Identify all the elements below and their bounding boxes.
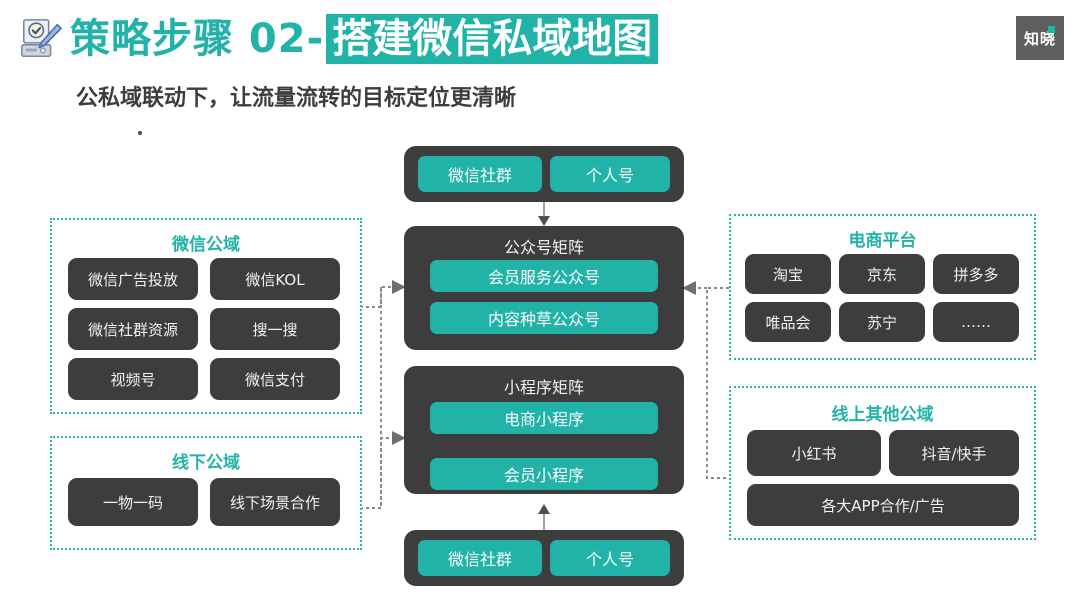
connector-top-to-official [538, 202, 550, 226]
chip-taobao[interactable]: 淘宝 [745, 254, 831, 294]
chip-jd[interactable]: 京东 [839, 254, 925, 294]
page-subtitle: 公私域联动下，让流量流转的目标定位更清晰 [76, 86, 517, 111]
decorative-dot [138, 131, 142, 135]
chip-wechat-pay[interactable]: 微信支付 [210, 358, 340, 400]
pill-member-miniprogram[interactable]: 会员小程序 [430, 458, 658, 490]
chip-wechat-channels[interactable]: 视频号 [68, 358, 198, 400]
chip-wechat-community-resource[interactable]: 微信社群资源 [68, 308, 198, 350]
title-row: 策略步骤 02- 搭建微信私域地图 [18, 14, 659, 64]
chip-wechat-kol[interactable]: 微信KOL [210, 258, 340, 300]
chip-wechat-search[interactable]: 搜一搜 [210, 308, 340, 350]
panel-offline-public-domain: 线下公域 一物一码 线下场景合作 [50, 436, 362, 550]
chip-major-app-cooperation-ads[interactable]: 各大APP合作/广告 [747, 484, 1019, 526]
panel-online-other-public-domain: 线上其他公域 小红书 抖音/快手 各大APP合作/广告 [729, 386, 1036, 540]
pill-personal-account-top[interactable]: 个人号 [550, 156, 670, 192]
document-check-pencil-icon [21, 19, 62, 58]
connector-left-wechat-to-official [360, 280, 406, 308]
connector-right-to-official [682, 281, 735, 479]
miniprogram-matrix-card[interactable]: 小程序矩阵 电商小程序 会员小程序 [404, 366, 684, 494]
official-account-matrix-card[interactable]: 公众号矩阵 会员服务公众号 内容种草公众号 [404, 226, 684, 350]
chip-suning[interactable]: 苏宁 [839, 302, 925, 342]
connector-left-offline-to-miniprogram [360, 431, 406, 509]
chip-vipshop[interactable]: 唯品会 [745, 302, 831, 342]
connector-bottom-to-miniprogram [538, 504, 550, 530]
pill-content-seeding-official-account[interactable]: 内容种草公众号 [430, 302, 658, 334]
chip-xiaohongshu[interactable]: 小红书 [747, 430, 881, 476]
brand-logo-text: 知晓 [1023, 29, 1056, 48]
chip-offline-scene-cooperation[interactable]: 线下场景合作 [210, 478, 340, 526]
wechat-private-bottom-card[interactable]: 微信社群 个人号 [404, 530, 684, 586]
panel-online-other-public-domain-title: 线上其他公域 [831, 405, 934, 425]
chip-douyin-kuaishou[interactable]: 抖音/快手 [889, 430, 1019, 476]
chip-wechat-ads[interactable]: 微信广告投放 [68, 258, 198, 300]
page-header: 策略步骤 02- 搭建微信私域地图 公私域联动下，让流量流转的目标定位更清晰 知… [0, 0, 1080, 135]
pill-member-service-official-account[interactable]: 会员服务公众号 [430, 260, 658, 292]
brand-logo: 知晓 [1016, 16, 1064, 60]
chip-pinduoduo[interactable]: 拼多多 [933, 254, 1019, 294]
panel-wechat-public-domain-title: 微信公域 [172, 235, 240, 255]
chip-one-item-one-code[interactable]: 一物一码 [68, 478, 198, 526]
panel-wechat-public-domain: 微信公域 微信广告投放 微信KOL 微信社群资源 搜一搜 视频号 微信支付 [50, 218, 362, 414]
pill-wechat-community-top[interactable]: 微信社群 [418, 156, 542, 192]
wechat-private-top-card[interactable]: 微信社群 个人号 [404, 146, 684, 202]
panel-ecommerce-platform-title: 电商平台 [848, 231, 917, 251]
pill-ecommerce-miniprogram[interactable]: 电商小程序 [430, 402, 658, 434]
chip-ellipsis[interactable]: …… [933, 302, 1019, 342]
panel-offline-public-domain-title: 线下公域 [172, 453, 240, 473]
brand-logo-accent [1048, 26, 1055, 33]
page-title: 策略步骤 02- [70, 16, 325, 62]
miniprogram-matrix-title: 小程序矩阵 [503, 378, 584, 397]
official-account-matrix-title: 公众号矩阵 [503, 238, 584, 257]
panel-ecommerce-platform: 电商平台 淘宝 京东 拼多多 唯品会 苏宁 …… [729, 214, 1036, 360]
page-title-highlight: 搭建微信私域地图 [326, 14, 659, 64]
pill-wechat-community-bottom[interactable]: 微信社群 [418, 540, 542, 576]
pill-personal-account-bottom[interactable]: 个人号 [550, 540, 670, 576]
